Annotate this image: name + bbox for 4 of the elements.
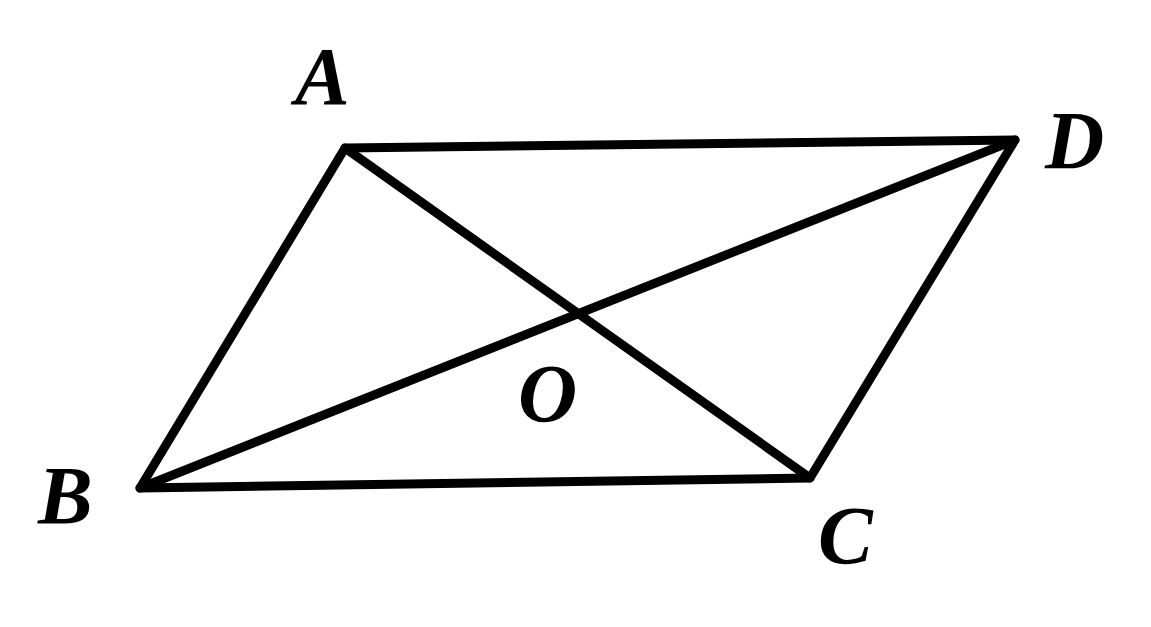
vertex-label: D	[1045, 100, 1105, 182]
vertex-label: B	[38, 455, 93, 537]
vertex-label: C	[818, 495, 873, 577]
vertex-label: O	[518, 353, 578, 435]
